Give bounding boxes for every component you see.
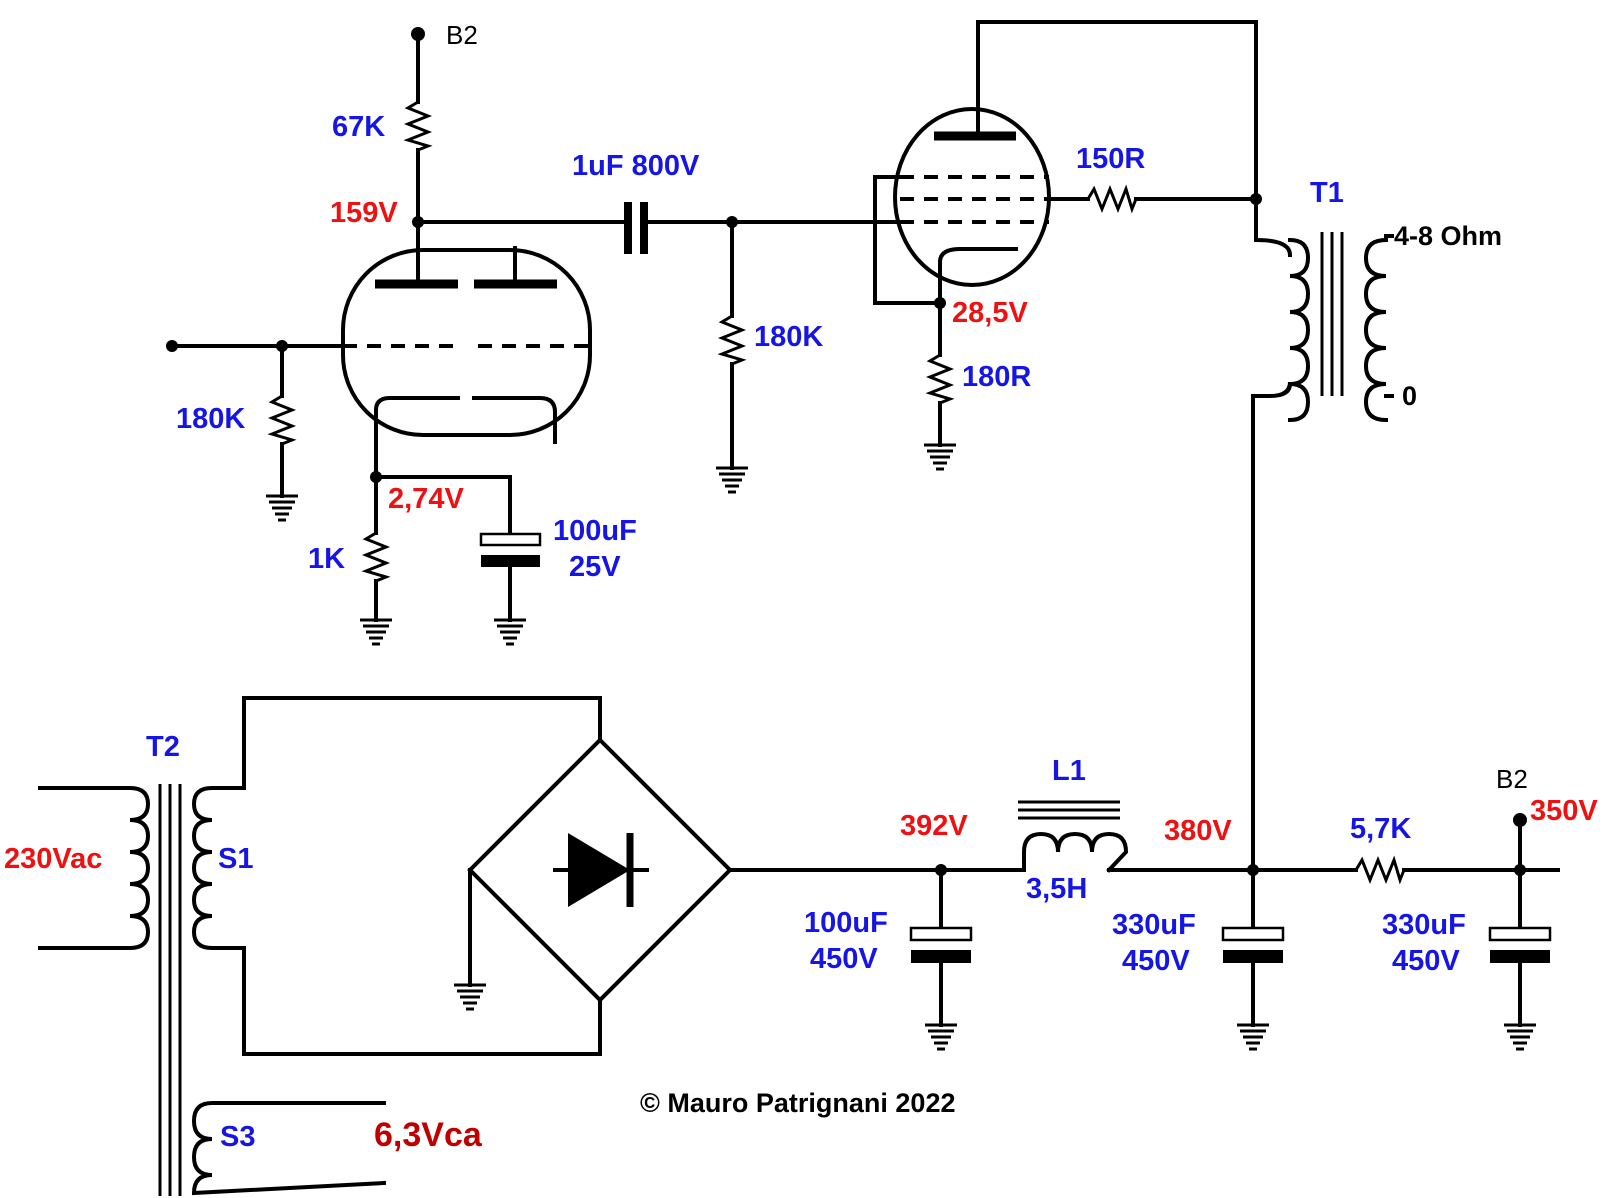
ground-icon: [925, 1023, 957, 1051]
preamp-stage: [166, 27, 902, 646]
c1uf-label: 1uF 800V: [572, 150, 700, 182]
c330uf-1-label-b: 450V: [1122, 945, 1190, 977]
copyright-text: © Mauro Patrignani 2022: [640, 1088, 955, 1118]
t1-label: T1: [1310, 177, 1344, 209]
resistor-180k-input: [267, 394, 297, 446]
ground-icon: [494, 618, 526, 646]
s3-label: S3: [220, 1121, 255, 1153]
capacitor-330uf-2: [1488, 926, 1552, 942]
s1-coil: [191, 786, 246, 950]
t1-secondary-coil: [1363, 237, 1389, 423]
power-supply: [38, 696, 1560, 1196]
ground-icon: [360, 618, 392, 646]
v230-label: 230Vac: [4, 843, 102, 875]
r1k-label: 1K: [308, 543, 345, 575]
c100uf-450-label-a: 100uF: [804, 907, 888, 939]
r5-7k-label: 5,7K: [1350, 813, 1411, 845]
s3-heater-coil: [191, 1101, 387, 1196]
bridge-rectifier: [467, 737, 733, 1003]
capacitor-100uf-450v: [909, 926, 973, 942]
preamp-cathode-2: [472, 396, 557, 444]
resistor-180k-grid: [717, 314, 747, 366]
v28-5-label: 28,5V: [952, 297, 1028, 329]
resistor-180r: [925, 353, 955, 405]
l1-label: L1: [1052, 755, 1086, 787]
capacitor-100uf-25v: [479, 532, 542, 547]
c330uf-2-label-b: 450V: [1392, 945, 1460, 977]
preamp-tube-envelope: [341, 248, 592, 437]
v6-3-label: 6,3Vca: [374, 1116, 483, 1154]
c330uf-1-label-a: 330uF: [1112, 909, 1196, 941]
c330uf-2-label-a: 330uF: [1382, 909, 1466, 941]
preamp-cathode-1: [374, 396, 460, 432]
resistor-1k: [361, 531, 391, 583]
ground-icon: [266, 494, 298, 522]
output-tube-cathode: [938, 247, 1018, 305]
c100uf-25-label-a: 100uF: [553, 515, 637, 547]
v350-label: 350V: [1530, 795, 1598, 827]
ground-icon: [716, 466, 748, 494]
v392-label: 392V: [900, 810, 968, 842]
b2-label-bottom: B2: [1496, 764, 1528, 794]
output-stage: [873, 20, 1394, 872]
c100uf-25-label-b: 25V: [569, 551, 621, 583]
c100uf-450-label-b: 450V: [810, 943, 878, 975]
ground-icon: [454, 983, 486, 1011]
r180k-input-label: 180K: [176, 403, 245, 435]
ground-icon: [924, 443, 956, 471]
r67k-label: 67K: [332, 111, 385, 143]
t2-label: T2: [146, 731, 180, 763]
resistor-150r: [1086, 184, 1138, 214]
capacitor-330uf-1: [1221, 926, 1285, 942]
r150r-label: 150R: [1076, 143, 1145, 175]
t1-primary-coil: [1287, 237, 1311, 423]
t2-primary-coil: [38, 786, 151, 950]
r180r-label: 180R: [962, 361, 1031, 393]
labels: B2 67K 159V 1uF 800V 150R T1 4-8 Ohm 0 2…: [4, 20, 1598, 1154]
l1-value-label: 3,5H: [1026, 873, 1087, 905]
r180k-grid-label: 180K: [754, 321, 823, 353]
ground-icon: [1504, 1023, 1536, 1051]
b2-label-top: B2: [446, 20, 478, 50]
v380-label: 380V: [1164, 815, 1232, 847]
v159-label: 159V: [330, 197, 398, 229]
out-4-8-label: 4-8 Ohm: [1394, 221, 1502, 251]
s1-label: S1: [218, 843, 253, 875]
resistor-67k: [403, 100, 433, 152]
ground-icon: [1237, 1023, 1269, 1051]
out-0-label: 0: [1402, 381, 1417, 411]
l1-coil: [1022, 831, 1129, 873]
resistor-5-7k: [1354, 855, 1406, 885]
v2-74-label: 2,74V: [388, 483, 464, 515]
